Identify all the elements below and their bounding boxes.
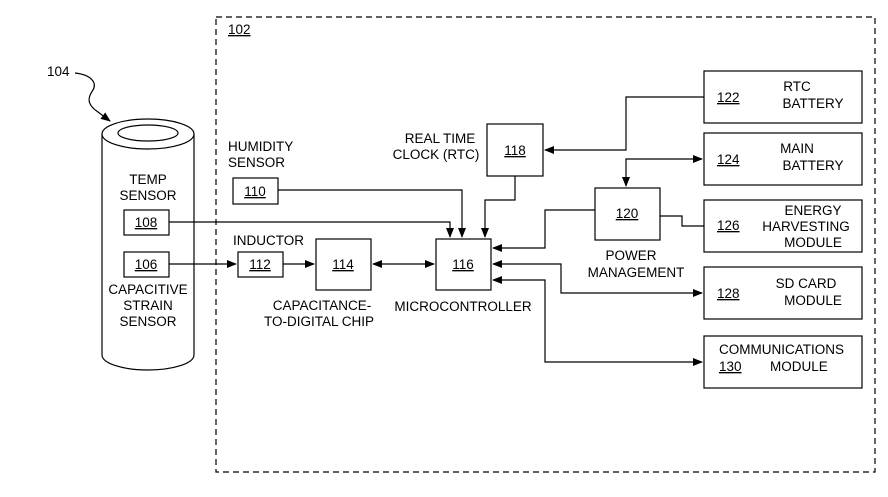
- rtc-battery-box: [703, 70, 863, 124]
- cdc-chip-ref: 114: [332, 257, 354, 272]
- wire-energy-to-power: [660, 215, 704, 227]
- wire-power-to-mcu: [492, 209, 595, 252]
- rtc-ref: 118: [504, 143, 526, 158]
- humidity-sensor-box: [232, 177, 279, 205]
- energy-harvesting-box: [703, 199, 863, 253]
- cdc-chip-label-line1: CAPACITANCE-: [273, 298, 372, 313]
- rtc-label-line2: CLOCK (RTC): [393, 147, 480, 162]
- strain-sensor-label-line3: SENSOR: [119, 314, 176, 329]
- sensor-cylinder: [101, 118, 195, 371]
- main-battery-ref: 124: [717, 152, 740, 167]
- wire-rtc-battery-to-rtc: [544, 96, 704, 154]
- sensor-body-leader: [74, 72, 111, 122]
- inductor-ref: 112: [249, 257, 271, 272]
- main-battery-name-line2: BATTERY: [782, 158, 843, 173]
- sensor-body-ref: 104: [47, 64, 70, 79]
- sd-card-ref: 128: [717, 286, 740, 301]
- rtc-box: [486, 123, 544, 177]
- power-management-box: [594, 187, 661, 241]
- humidity-sensor-ref: 110: [244, 184, 266, 199]
- rtc-battery-name-line2: BATTERY: [782, 96, 843, 111]
- rtc-label-line1: REAL TIME: [405, 131, 476, 146]
- energy-harvesting-name-line2: HARVESTING: [762, 219, 850, 234]
- temp-sensor-label-line1: TEMP: [129, 172, 167, 187]
- microcontroller-label: MICROCONTROLLER: [394, 299, 532, 314]
- energy-harvesting-ref: 126: [717, 218, 740, 233]
- power-management-label-line2: MANAGEMENT: [588, 265, 685, 280]
- inductor-label: INDUCTOR: [233, 233, 304, 248]
- communications-name-line1: COMMUNICATIONS: [719, 342, 844, 357]
- main-battery-name-line1: MAIN: [780, 141, 814, 156]
- communications-ref: 130: [719, 359, 742, 374]
- temp-sensor-label-line2: SENSOR: [119, 188, 176, 203]
- system-ref-label: 102: [228, 22, 251, 37]
- wire-temp-to-mcu: [169, 221, 454, 238]
- communications-box: [703, 335, 863, 389]
- strain-sensor-label-line2: STRAIN: [123, 298, 173, 313]
- strain-sensor-ref: 106: [135, 257, 158, 272]
- power-management-ref: 120: [616, 206, 639, 221]
- humidity-sensor-label-line2: SENSOR: [228, 155, 285, 170]
- microcontroller-ref: 116: [452, 257, 474, 272]
- system-boundary: [215, 16, 876, 473]
- rtc-battery-name-line1: RTC: [783, 79, 811, 94]
- wire-mcu-communications: [492, 276, 703, 366]
- cdc-chip-label-line2: TO-DIGITAL CHIP: [264, 314, 374, 329]
- rtc-battery-ref: 122: [717, 90, 740, 105]
- wire-humidity-to-mcu: [278, 189, 466, 238]
- cdc-chip-box: [315, 238, 372, 291]
- energy-harvesting-name-line3: MODULE: [784, 235, 842, 250]
- strain-sensor-label-line1: CAPACITIVE: [108, 282, 187, 297]
- wire-main-battery-power: [622, 155, 703, 187]
- sd-card-name-line2: MODULE: [784, 293, 842, 308]
- temp-sensor-ref: 108: [135, 215, 158, 230]
- energy-harvesting-name-line1: ENERGY: [784, 203, 841, 218]
- wire-rtc-to-mcu: [481, 176, 516, 238]
- sd-card-box: [703, 266, 863, 320]
- microcontroller-box: [435, 238, 492, 291]
- main-battery-box: [703, 132, 863, 186]
- humidity-sensor-label-line1: HUMIDITY: [228, 139, 293, 154]
- power-management-label-line1: POWER: [605, 248, 656, 263]
- inductor-box: [237, 251, 284, 278]
- communications-name-line2: MODULE: [770, 359, 828, 374]
- sd-card-name-line1: SD CARD: [776, 276, 837, 291]
